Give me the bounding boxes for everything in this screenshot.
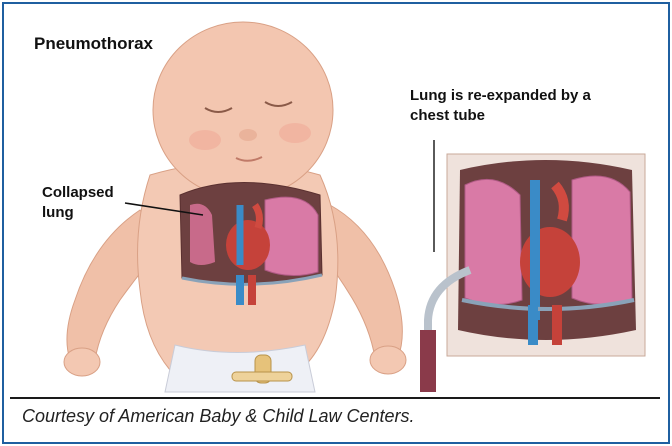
reexpanded-lung-label: Lung is re-expanded by a chest tube (410, 86, 591, 126)
collapsed-lung-label: Collapsed lung (42, 183, 114, 223)
reexpanded-lung-label-line2: chest tube (410, 106, 591, 126)
reexpanded-inset (447, 154, 645, 356)
collapsed-lung-label-line2: lung (42, 203, 114, 223)
chest-tube-connector (420, 330, 436, 392)
figure-caption: Courtesy of American Baby & Child Law Ce… (22, 406, 415, 427)
collapsed-lung-label-line1: Collapsed (42, 183, 114, 203)
caption-divider (10, 397, 660, 399)
reexpanded-lung-label-line1: Lung is re-expanded by a (410, 86, 591, 106)
figure-title: Pneumothorax (34, 34, 153, 54)
